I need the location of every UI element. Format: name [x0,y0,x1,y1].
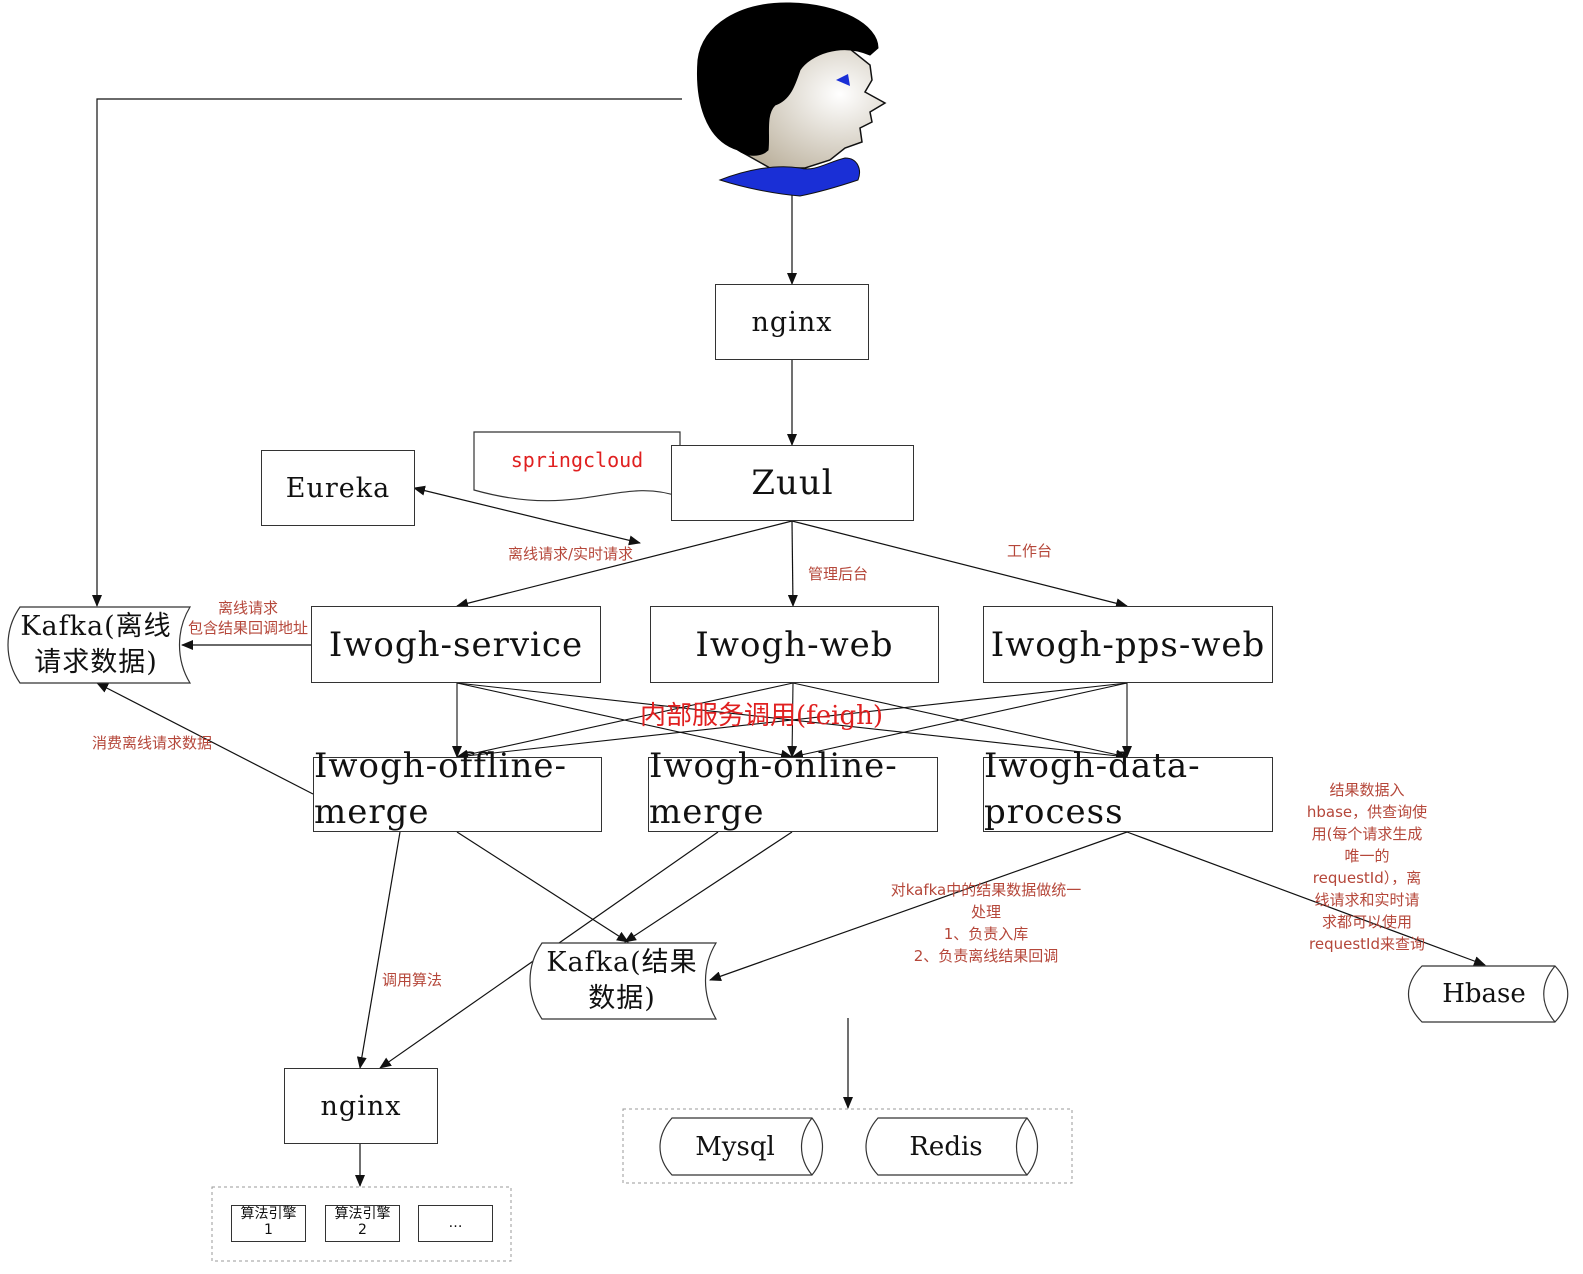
online-merge-line2: merge [649,791,765,832]
offline-merge-line1: Iwogh-offline- [314,745,568,786]
label-hbase-note-line4: 唯一的 [1344,847,1390,865]
kafka-offline-shape [7,606,192,684]
label-offline-request-line2: 包含结果回调地址 [187,619,308,637]
label-consume: 消费离线请求数据 [92,734,213,752]
iwogh-data-process-node: Iwogh-data- process [983,746,1273,832]
label-unify-line3: 1、负责入库 [943,925,1029,943]
engines-group [211,1186,512,1262]
mysql-node: Mysql [695,1131,775,1162]
label-offline-realtime: 离线请求/实时请求 [508,545,634,563]
offline-merge-line2: merge [314,791,430,832]
edge-user-kafka-offline [92,98,682,607]
engine-2-line2: 2 [358,1222,367,1238]
label-unify: 对kafka中的结果数据做统一 处理 1、负责入库 2、负责离线结果回调 [866,879,1106,967]
iwogh-web-node: Iwogh-web [650,606,939,683]
label-hbase-note-line1: 结果数据入 [1329,781,1405,799]
storage-group [622,1108,1073,1184]
online-merge-line1: Iwogh-online- [649,745,898,786]
edge-zuul-service [456,520,793,609]
kafka-result-shape [529,942,718,1020]
label-hbase-note: 结果数据入 hbase，供查询使 用(每个请求生成 唯一的 requestId）… [1287,779,1447,955]
kafka-result-node: Kafka(结果 数据) [534,943,710,1019]
label-workbench: 工作台 [1007,542,1053,560]
label-hbase-note-line7: 求都可以使用 [1321,913,1412,931]
hbase-node: Hbase [1442,979,1526,1009]
nginx-top-node: nginx [715,284,869,360]
data-process-line1: Iwogh-data- [984,745,1201,786]
redis-node: Redis [909,1131,983,1162]
iwogh-offline-merge-node: Iwogh-offline- merge [313,746,602,832]
iwogh-online-merge-node: Iwogh-online- merge [648,746,938,832]
edge-zuul-web [787,520,798,607]
label-offline-request-line1: 离线请求 [217,599,278,617]
label-hbase-note-line2: hbase，供查询使 [1306,803,1428,821]
label-feign: 内部服务调用(feigh) [640,701,884,731]
label-offline-request: 离线请求 包含结果回调地址 [186,598,310,638]
kafka-offline-line1: Kafka(离线 [20,611,172,642]
edge-online-merge-kafka-result [624,831,793,943]
eureka-node: Eureka [261,450,415,526]
label-hbase-note-line5: requestId），离 [1312,869,1422,887]
springcloud-label: springcloud [510,448,644,472]
engine-1-node: 算法引擎 1 [231,1205,306,1242]
label-unify-line2: 处理 [970,903,1001,921]
data-process-line2: process [984,791,1124,832]
label-call-algo: 调用算法 [382,971,443,989]
label-hbase-note-line8: requestId来查询 [1309,935,1425,953]
edge-data-process-kafka-result [709,831,1128,982]
edge-eureka-zuul [413,485,641,546]
zuul-node: Zuul [671,445,914,521]
nginx-bottom-node: nginx [284,1068,438,1144]
label-hbase-note-line3: 用(每个请求生成 [1311,825,1423,843]
label-unify-line4: 2、负责离线结果回调 [913,947,1059,965]
edge-offline-merge-kafka-result [456,831,629,943]
label-unify-line1: 对kafka中的结果数据做统一 [890,881,1082,899]
feign-call-mesh [452,682,1132,761]
label-hbase-note-line6: 线请求和实时请 [1314,891,1420,909]
kafka-offline-line2: 请求数据) [34,647,158,678]
kafka-offline-node: Kafka(离线 请求数据) [10,607,182,683]
user-person-icon [697,2,887,197]
kafka-result-line2: 数据) [588,983,656,1014]
edge-offline-merge-nginx [356,831,401,1069]
engine-2-node: 算法引擎 2 [325,1205,400,1242]
iwogh-pps-web-node: Iwogh-pps-web [983,606,1273,683]
edge-data-process-hbase [1126,831,1486,966]
label-admin: 管理后台 [808,565,869,583]
edge-offline-merge-kafka-offline [96,682,314,795]
edge-zuul-pps-web [791,520,1128,609]
engine-2-line1: 算法引擎 [334,1206,391,1222]
kafka-result-line1: Kafka(结果 [546,947,698,978]
engine-more-node: … [418,1205,493,1242]
engine-1-line1: 算法引擎 [240,1206,297,1222]
engine-1-line2: 1 [264,1222,273,1238]
iwogh-service-node: Iwogh-service [311,606,601,683]
